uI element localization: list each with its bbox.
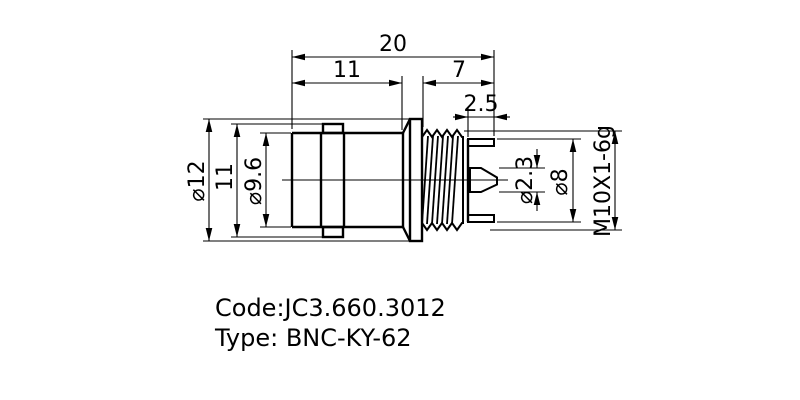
flange [408,117,424,243]
dimension-slot-length: 2.5 [453,92,510,137]
dimension-thread-length: 7 [422,58,494,127]
dimension-thread-spec: M10X1-6g [464,125,622,237]
dim-label-contact-diameter: ⌀2.3 [513,156,538,204]
part-type: Type: BNC-KY-62 [214,324,412,352]
dim-label-thread-spec: M10X1-6g [591,125,616,237]
dimension-contact-diameter: ⌀2.3 [499,149,545,211]
dimension-shell-diameter: ⌀8 [497,138,581,223]
dim-label-thread-length: 7 [452,58,466,83]
dimension-flange-diameter: ⌀12 [185,118,410,242]
center-contact [469,167,498,193]
thread-crest-top [421,128,463,139]
bayonet-lug-bottom [321,225,345,239]
drawing-notes: Code:JC3.660.3012 Type: BNC-KY-62 [214,294,446,352]
shell-finger-bottom [467,214,495,223]
thread-crest-bottom [421,221,463,232]
part-outline [290,117,424,243]
dim-label-flange-diameter: ⌀12 [185,160,210,201]
dim-label-lug-span: 11 [213,163,238,191]
dimension-lug-span: 11 [213,123,322,238]
dimension-body-length: 11 [292,58,403,130]
dim-label-overall-length: 20 [379,32,407,57]
thread-section [421,128,464,232]
shell-finger-top [467,138,495,147]
dim-label-body-length: 11 [333,58,361,83]
dimension-overall-length: 20 [291,32,495,136]
dimension-body-diameter: ⌀9.6 [242,132,291,228]
dim-label-shell-diameter: ⌀8 [548,168,573,195]
dim-label-body-diameter: ⌀9.6 [242,157,267,205]
bayonet-lug-top [321,122,345,135]
dim-label-slot-length: 2.5 [464,92,499,117]
part-code: Code:JC3.660.3012 [215,294,446,322]
socket-end [466,138,498,223]
